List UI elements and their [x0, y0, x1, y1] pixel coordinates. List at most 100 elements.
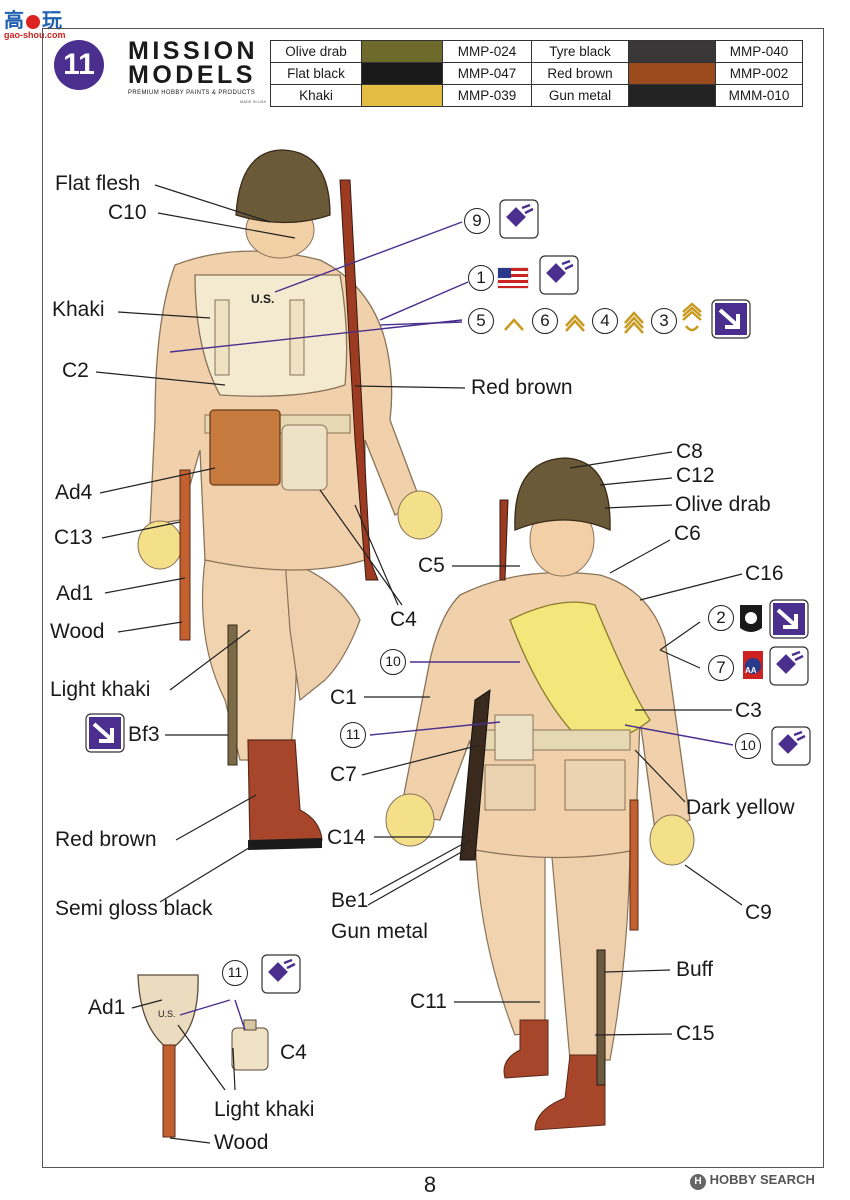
label-c5: C5 [418, 554, 445, 577]
decal-arrow-box-icon [768, 598, 810, 640]
label-bf3: Bf3 [128, 723, 160, 746]
swatch-fill [362, 41, 442, 62]
decal-number-5: 5 [468, 308, 494, 334]
decal-number-2: 2 [708, 605, 734, 631]
paint-code: MMP-039 [442, 84, 532, 107]
footer-watermark: H HOBBY SEARCH [690, 1172, 815, 1190]
label-c9: C9 [745, 901, 772, 924]
front-rifle [499, 499, 509, 581]
back-right-hand [397, 490, 443, 540]
watermark-url: gao-shou.com [4, 30, 66, 40]
label-ad1-bottom: Ad1 [88, 996, 126, 1019]
site-watermark: 高玩 gao-shou.com [4, 4, 66, 40]
paint-swatch [628, 84, 716, 107]
chevron-5-icon [504, 318, 524, 331]
footer-brand: HOBBY SEARCH [709, 1172, 815, 1187]
label-c13: C13 [54, 526, 93, 549]
label-c2: C2 [62, 359, 89, 382]
swatch-fill [629, 85, 715, 106]
back-canteen [281, 424, 328, 491]
pack-us-marking: U.S. [251, 292, 275, 306]
back-brown-pouch [209, 409, 281, 486]
decal-number-9: 9 [464, 208, 490, 234]
shovel-part [137, 974, 199, 1138]
paint-code: MMP-047 [442, 62, 532, 85]
brand-made-in: MADE IN USA [240, 99, 267, 104]
paint-swatch [361, 62, 443, 85]
decal-arrow-box-icon [84, 712, 126, 754]
leader-lines [95, 184, 743, 1144]
step-number-badge: 11 [54, 40, 104, 90]
page-frame [42, 28, 824, 1168]
decal-number-6: 6 [532, 308, 558, 334]
label-wood: Wood [50, 620, 105, 643]
backpack [194, 274, 348, 397]
decal-number-11: 11 [222, 960, 248, 986]
decal-box-icon [770, 725, 812, 767]
paint-code: MMP-002 [715, 62, 803, 85]
decal-number-3: 3 [651, 308, 677, 334]
decal-box-icon [768, 645, 810, 687]
front-right-boot [534, 1054, 606, 1131]
paint-name: Gun metal [531, 84, 629, 107]
label-ad1: Ad1 [56, 582, 94, 605]
back-wood-handle [179, 469, 191, 641]
aa-patch-icon [743, 651, 763, 679]
label-c6: C6 [674, 522, 701, 545]
front-left-boot [503, 1019, 549, 1079]
paint-row: Flat black MMP-047 Red brown MMP-002 [270, 62, 803, 85]
decal-number-10: 10 [735, 733, 761, 759]
paint-code: MMM-010 [715, 84, 803, 107]
paint-swatch [361, 84, 443, 107]
back-view-soldier [137, 149, 443, 850]
label-wood-bottom: Wood [214, 1131, 269, 1154]
back-left-leg [201, 559, 297, 761]
back-right-leg [284, 559, 361, 702]
watermark-glyph: 高 [4, 10, 24, 32]
label-c10: C10 [108, 201, 147, 224]
aa-patch-text: AA [745, 666, 757, 675]
front-rifle-stock [459, 689, 491, 861]
label-c3: C3 [735, 699, 762, 722]
front-scabbard [596, 949, 606, 1086]
decal-box-icon [498, 198, 540, 240]
chevron-4-icon [624, 311, 644, 334]
label-light-khaki: Light khaki [50, 678, 151, 701]
label-red-brown-top: Red brown [471, 376, 573, 399]
decal-box-icon [260, 953, 302, 995]
canteen-cap [243, 1019, 257, 1031]
eagle-patch-icon [740, 605, 762, 632]
label-c12: C12 [676, 464, 715, 487]
label-c4-back: C4 [390, 608, 417, 631]
decal-box-icon [538, 254, 580, 296]
paint-row: Khaki MMP-039 Gun metal MMM-010 [270, 84, 803, 107]
front-pouch [494, 714, 534, 761]
shovel-handle [162, 1044, 176, 1138]
rank-chevrons [504, 302, 702, 334]
back-rifle [339, 179, 379, 581]
front-view-soldier [385, 457, 695, 1131]
swatch-fill [629, 63, 715, 84]
label-c7: C7 [330, 763, 357, 786]
front-right-hand [649, 814, 695, 866]
bandolier [509, 601, 651, 742]
watermark-glyph-2: 玩 [42, 10, 62, 32]
front-pocket-left [484, 764, 536, 811]
label-c8: C8 [676, 440, 703, 463]
brand-line-2: MODELS [128, 61, 256, 89]
backpack-strap-left [214, 299, 230, 376]
label-c15: C15 [676, 1022, 715, 1045]
label-gun-metal: Gun metal [331, 920, 428, 943]
back-boot [247, 739, 323, 846]
front-wood-stick [629, 799, 639, 931]
swatch-fill [629, 41, 715, 62]
label-c1: C1 [330, 686, 357, 709]
label-c4-bottom: C4 [280, 1041, 307, 1064]
label-c11: C11 [410, 990, 447, 1013]
decal-number-4: 4 [592, 308, 618, 334]
page-number: 8 [423, 1172, 437, 1197]
label-c14: C14 [327, 826, 366, 849]
shovel-us-marking: U.S. [158, 1009, 176, 1019]
swatch-fill [362, 85, 442, 106]
